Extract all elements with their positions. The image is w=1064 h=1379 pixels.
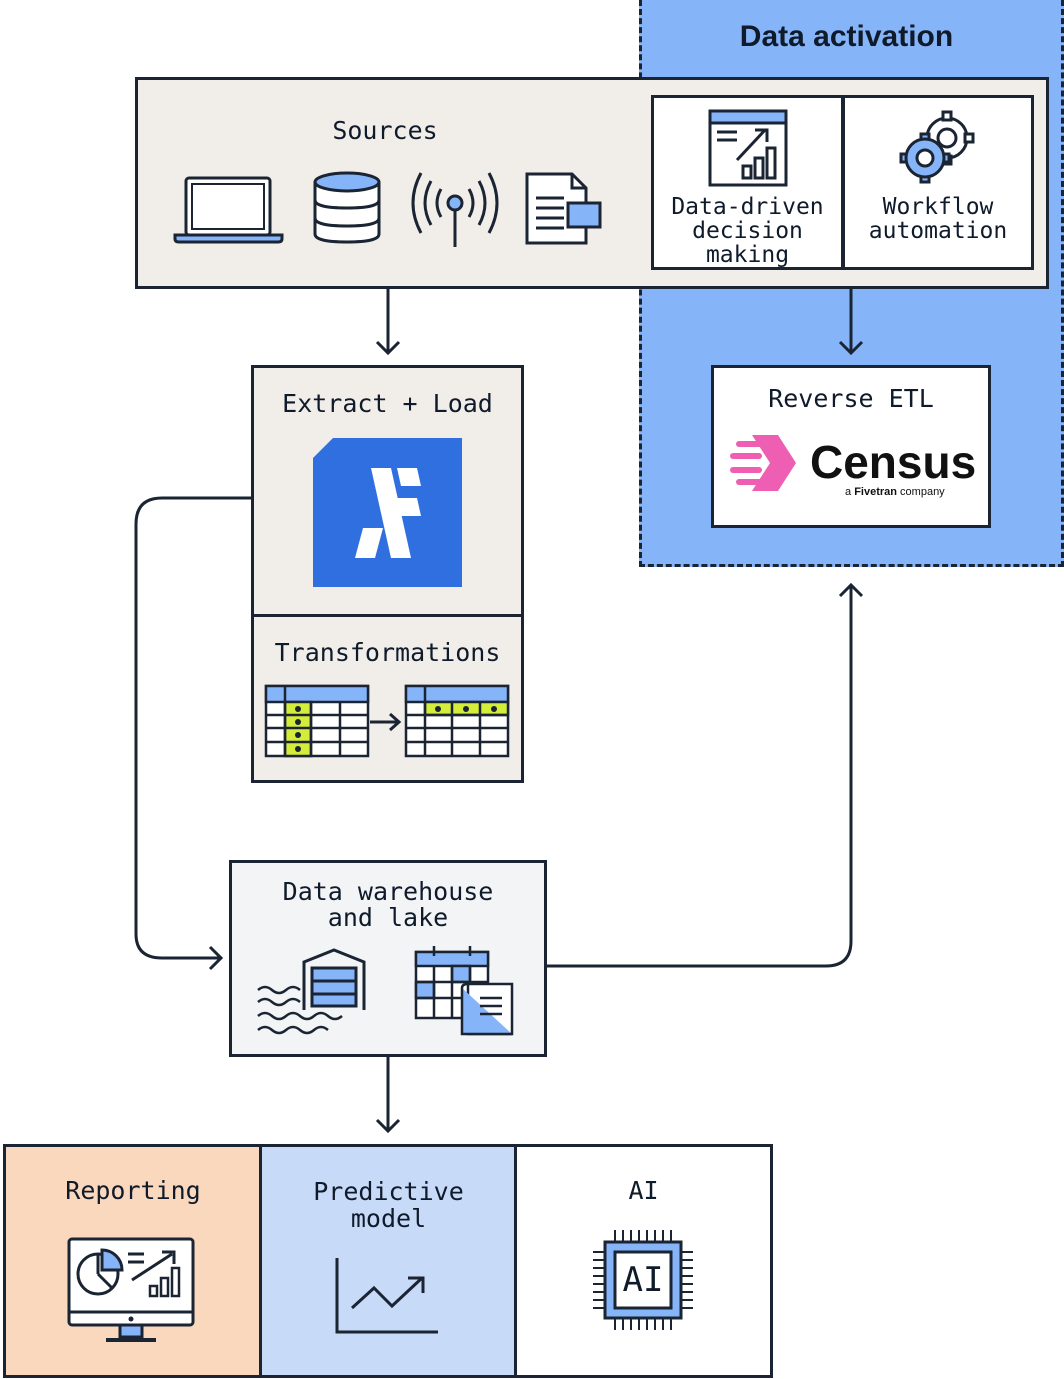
ai-label: AI — [628, 1176, 659, 1205]
transformations-title: Transformations — [274, 638, 501, 667]
document-icon — [525, 172, 602, 245]
census-tagline: a Fivetran company — [845, 486, 975, 498]
arrow-extract-to-warehouse — [134, 496, 251, 960]
sources-title: Sources — [332, 116, 438, 145]
table-transform-icon — [264, 684, 510, 758]
arrowhead-extract-to-warehouse — [208, 945, 224, 971]
census-brand: Census — [810, 436, 977, 488]
fivetran-logo — [313, 438, 462, 587]
census-logo-icon — [730, 435, 796, 491]
antenna-icon — [411, 172, 499, 247]
data-driven-decision-label: Data-driven decision making — [671, 194, 824, 268]
extract-load-title: Extract + Load — [282, 389, 493, 418]
census-tagline-brand: Fivetran — [854, 486, 897, 498]
chart-report-icon — [708, 109, 788, 187]
reverse-etl-title: Reverse ETL — [768, 384, 934, 413]
census-tagline-prefix: a — [845, 486, 852, 498]
arrowhead-warehouse-to-outputs — [375, 1118, 401, 1134]
data-lake-icon — [257, 948, 366, 1035]
gears-icon — [899, 110, 975, 184]
database-icon — [313, 171, 381, 244]
predictive-model-label: Predictive model — [313, 1177, 464, 1233]
monitor-report-icon — [67, 1237, 195, 1342]
arrow-warehouse-to-reverse-etl — [547, 586, 853, 968]
warehouse-title: Data warehouse and lake — [282, 877, 494, 932]
arrowhead-activation-to-reverse-etl — [838, 340, 864, 356]
census-tagline-suffix: company — [900, 486, 945, 498]
warehouse-catalog-icon — [414, 946, 514, 1036]
ai-chip-text: AI — [622, 1260, 664, 1300]
data-activation-title: Data activation — [739, 20, 954, 53]
reporting-label: Reporting — [65, 1176, 201, 1205]
arrowhead-sources-to-extract — [375, 340, 401, 356]
ai-chip-icon — [593, 1230, 693, 1330]
arrowhead-warehouse-to-reverse-etl — [838, 582, 864, 598]
workflow-automation-label: Workflow automation — [868, 194, 1008, 244]
trend-chart-icon — [335, 1258, 438, 1334]
laptop-icon — [173, 176, 284, 244]
predictive-model-box — [259, 1144, 518, 1378]
